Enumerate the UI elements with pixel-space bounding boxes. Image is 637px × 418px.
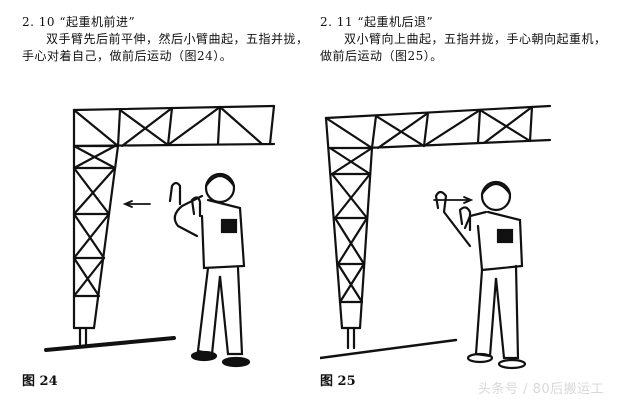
crane-forward-signal-drawing (44, 104, 276, 368)
section-title: “起重机后退” (357, 15, 434, 29)
figure-25-illustration (320, 96, 610, 374)
section-description: 双手臂先后前平伸，然后小臂曲起，五指并拢，手心对着自己，做前后运动（图24）。 (22, 32, 309, 63)
watermark: 头条号 / 80后搬运工 (478, 382, 605, 397)
section-title: “起重机前进” (59, 15, 136, 29)
figure-24-illustration (22, 96, 312, 374)
crane-backward-signal-drawing (320, 104, 552, 370)
section-number: 2. 10 (22, 15, 56, 29)
section-description: 双小臂向上曲起，五指并拢，手心朝向起重机，做前后运动（图25）。 (320, 32, 607, 63)
section-heading: 2. 11 “起重机后退” (320, 14, 433, 30)
section-heading: 2. 10 “起重机前进” (22, 14, 135, 30)
figure-caption: 图 24 (22, 374, 58, 389)
section-number: 2. 11 (320, 15, 354, 29)
figure-caption: 图 25 (320, 374, 356, 389)
